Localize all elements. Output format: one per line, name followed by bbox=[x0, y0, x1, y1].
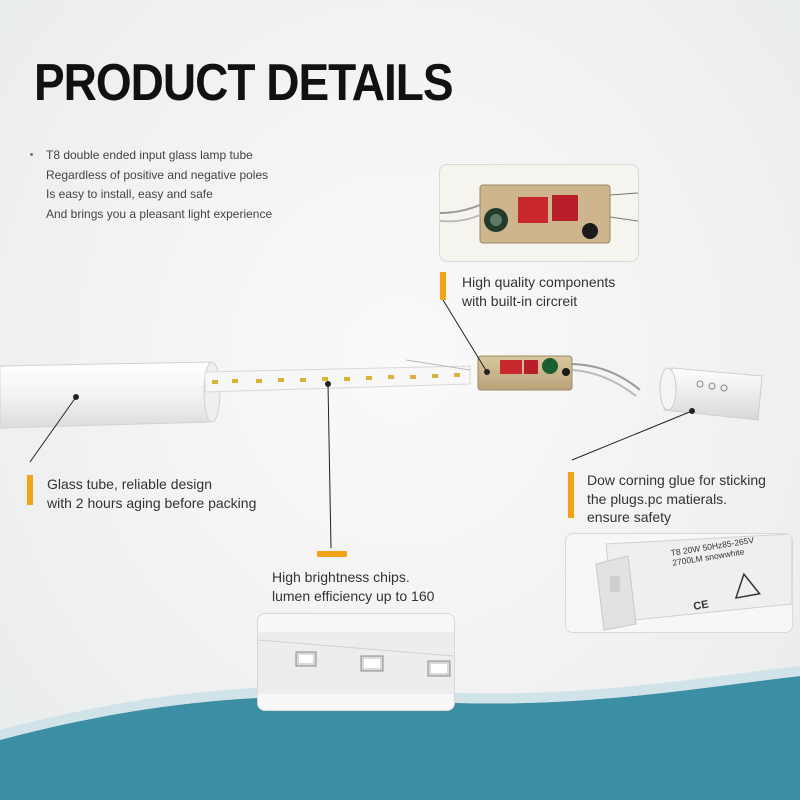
intro-line: T8 double ended input glass lamp tube bbox=[46, 148, 253, 162]
callout-line: High quality components bbox=[462, 274, 616, 290]
callout-line: with built-in circreit bbox=[462, 292, 578, 309]
components-accent-bar bbox=[440, 272, 446, 300]
components-callout: High quality components with built-in ci… bbox=[462, 273, 615, 310]
callout-line: High brightness chips. bbox=[272, 569, 410, 585]
svg-text:CE: CE bbox=[692, 598, 709, 612]
glass-tube-accent-bar bbox=[27, 475, 33, 505]
driver-board bbox=[477, 355, 641, 397]
glue-callout: Dow corning glue for sticking the plugs.… bbox=[587, 471, 766, 527]
driver-photo bbox=[440, 184, 638, 244]
glass-tube-callout: Glass tube, reliable design with 2 hours… bbox=[47, 475, 256, 512]
intro-line: Is easy to install, easy and safe bbox=[46, 187, 213, 201]
callout-line: the plugs.pc matierals. bbox=[587, 490, 728, 507]
led-strip bbox=[204, 359, 471, 393]
chips-callout: High brightness chips. lumen efficiency … bbox=[272, 568, 434, 605]
callout-line: lumen efficiency up to 160 bbox=[272, 587, 435, 604]
chips-accent-bar bbox=[317, 551, 347, 557]
led-chips-photo bbox=[258, 632, 454, 694]
chips-photo-card bbox=[257, 613, 455, 711]
callout-line: Glass tube, reliable design bbox=[47, 476, 212, 492]
endcap-photo: CE bbox=[595, 534, 792, 631]
intro-bullet bbox=[30, 153, 33, 156]
bottom-wave bbox=[0, 676, 800, 800]
callout-line: with 2 hours aging before packing bbox=[47, 494, 257, 511]
intro-line: And brings you a pleasant light experien… bbox=[46, 206, 273, 221]
intro-line: Regardless of positive and negative pole… bbox=[46, 167, 269, 182]
callout-line: ensure safety bbox=[587, 509, 672, 525]
endcap-photo-card: CE T8 20W 50Hz85-265V 2700LM snowwhite bbox=[565, 533, 793, 633]
glue-accent-bar bbox=[568, 472, 574, 518]
leader-lines bbox=[29, 299, 695, 549]
driver-photo-card bbox=[439, 164, 639, 262]
page-title: PRODUCT DETAILS bbox=[34, 53, 454, 112]
end-cap bbox=[659, 367, 763, 421]
callout-line: Dow corning glue for sticking bbox=[587, 472, 766, 488]
glass-tube bbox=[0, 361, 221, 429]
intro-text: T8 double ended input glass lamp tube Re… bbox=[46, 146, 272, 224]
